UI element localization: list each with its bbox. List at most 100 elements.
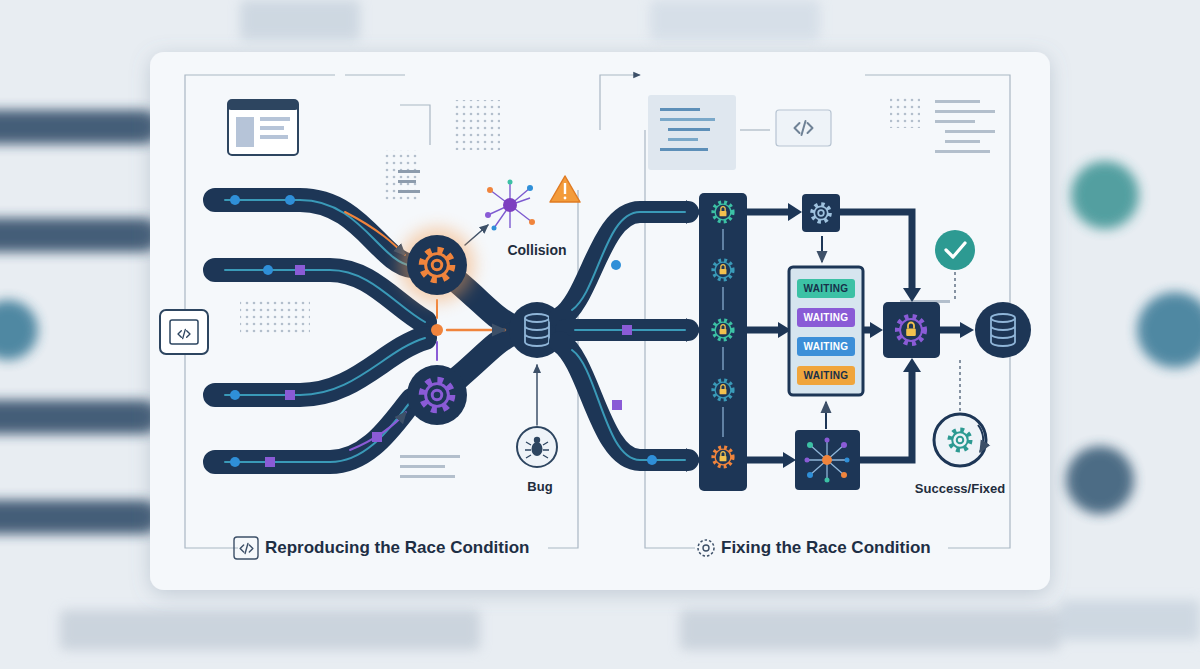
illustration-rect (228, 100, 298, 110)
illustration-path (870, 322, 883, 338)
illustration-g (215, 200, 512, 462)
illustration-g (215, 200, 537, 462)
illustration-circle (527, 185, 533, 191)
illustration-path (960, 322, 974, 338)
illustration-g (722, 229, 723, 437)
illustration-use (898, 317, 925, 344)
illustration-rect (234, 537, 258, 559)
illustration-use (713, 202, 733, 222)
illustration-rect (400, 475, 455, 478)
illustration-path (821, 236, 823, 262)
illustration-rect (60, 610, 480, 650)
status-text: WAITING (804, 312, 849, 323)
illustration-path (954, 272, 955, 300)
illustration-path (566, 319, 688, 341)
illustration-circle (698, 540, 714, 556)
illustration-rect (260, 135, 288, 139)
illustration-circle (230, 195, 240, 205)
illustration-g (560, 212, 688, 460)
icon-label: Collision (507, 242, 566, 258)
illustration-rect (1060, 600, 1200, 640)
section-heading: Fixing the Race Condition (717, 538, 935, 558)
illustration-use (240, 544, 253, 554)
illustration-path (560, 212, 688, 318)
illustration-ellipse (991, 314, 1015, 322)
illustration-ellipse (525, 314, 549, 322)
illustration-rect (372, 432, 382, 442)
illustration-circle (1137, 292, 1200, 368)
illustration-g (230, 195, 382, 467)
icon-label: Bug (527, 479, 552, 494)
status-pill: WAITING (797, 337, 855, 356)
illustration-rect (680, 610, 1060, 650)
illustration-rect (660, 148, 708, 151)
illustration-g (572, 212, 685, 460)
illustration-path (560, 342, 688, 460)
illustration-rect (398, 170, 420, 173)
illustration-path (572, 212, 685, 310)
illustration-rect (236, 117, 254, 147)
illustration-g (185, 75, 1010, 548)
illustration-path (225, 338, 425, 395)
section-heading: Reproducing the Race Condition (261, 538, 533, 558)
illustration-circle (285, 195, 295, 205)
illustration-rect (285, 390, 295, 400)
status-text: WAITING (804, 370, 849, 381)
illustration-path (215, 200, 412, 266)
illustration-rect (945, 130, 995, 133)
illustration-rect (668, 138, 698, 141)
illustration-rect (295, 265, 305, 275)
illustration-use (422, 250, 451, 279)
illustration-rect (240, 300, 310, 335)
illustration-g (525, 314, 549, 346)
illustration-path (978, 425, 983, 452)
illustration-circle (1071, 161, 1139, 229)
illustration-rect (260, 126, 284, 130)
illustration-path (436, 342, 438, 360)
illustration-rect (660, 118, 715, 121)
illustration-path (747, 327, 778, 334)
illustration-circle (975, 302, 1031, 358)
illustration-circle (399, 227, 475, 303)
illustration-rect (650, 0, 820, 40)
illustration-path (740, 129, 770, 130)
illustration-circle (0, 300, 38, 360)
illustration-circle (935, 230, 975, 270)
illustration-path (722, 287, 723, 310)
illustration-circle (703, 545, 709, 551)
illustration-rect (240, 0, 360, 40)
illustration-path (747, 457, 785, 464)
illustration-circle (407, 365, 467, 425)
illustration-path (225, 270, 425, 322)
illustration-circle (230, 390, 240, 400)
illustration-rect (228, 100, 298, 155)
illustration-circle (845, 458, 850, 463)
illustration-path (807, 440, 847, 480)
illustration-rect (400, 455, 460, 458)
illustration-circle (647, 455, 657, 465)
illustration-path (722, 407, 723, 437)
illustration-g (991, 314, 1015, 346)
illustration-rect (564, 183, 566, 194)
illustration-rect (699, 193, 747, 491)
illustration-circle (934, 414, 986, 466)
illustration-path (825, 402, 827, 429)
illustration-circle (407, 235, 467, 295)
illustration-circle (1066, 446, 1134, 514)
illustration-path (722, 229, 723, 250)
illustration-rect (0, 500, 160, 534)
illustration-rect (400, 465, 445, 468)
illustration-rect (648, 95, 736, 170)
illustration-circle (841, 472, 847, 478)
illustration-path (991, 318, 1015, 346)
illustration-rect (802, 194, 840, 232)
illustration-rect (890, 98, 920, 128)
illustration-rect (935, 100, 980, 103)
illustration-g (807, 440, 847, 480)
section-region: Reproducing the Race Condition (185, 75, 580, 560)
illustration-path (215, 400, 412, 462)
illustration-path (860, 370, 912, 460)
illustration-rect (789, 267, 863, 395)
illustration-rect (170, 320, 198, 344)
